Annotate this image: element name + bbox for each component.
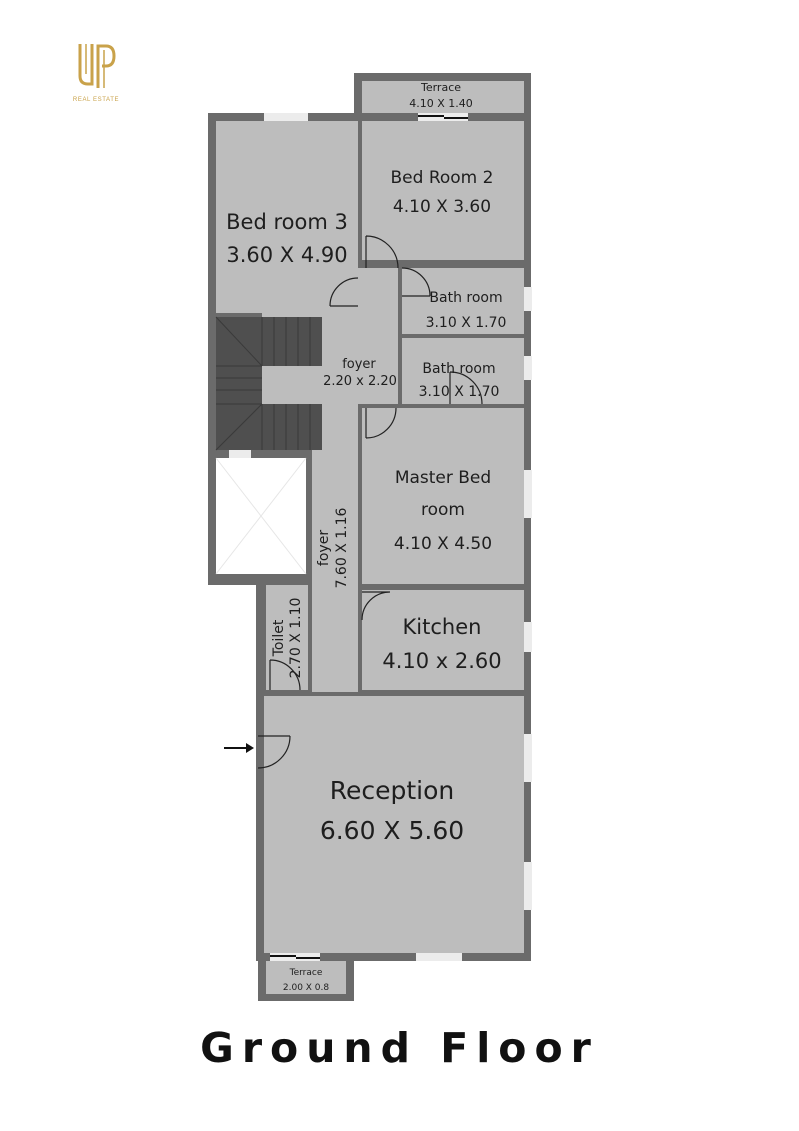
toilet-floor	[266, 585, 308, 692]
lightwell	[215, 450, 307, 575]
bath-room-1-size: 3.10 X 1.70	[426, 315, 507, 331]
foyer-long-name: foyer	[316, 530, 332, 566]
room-labels: Terrace 4.10 X 1.40 Bed Room 2 4.10 X 3.…	[226, 81, 506, 993]
staircase-icon	[215, 316, 322, 451]
kitchen-name: Kitchen	[403, 615, 482, 639]
toilet-size: 2.70 X 1.10	[288, 598, 304, 679]
up-logo-icon	[78, 44, 116, 88]
reception-name: Reception	[330, 776, 455, 805]
terrace-bottom-floor	[266, 961, 346, 994]
bath-room-2-name: Bath room	[422, 361, 495, 377]
bed-room-2-size: 4.10 X 3.60	[393, 197, 491, 217]
master-bed-floor	[362, 408, 524, 584]
master-bed-size: 4.10 X 4.50	[394, 534, 492, 554]
terrace-top-size: 4.10 X 1.40	[409, 97, 473, 110]
terrace-doors	[270, 113, 468, 961]
foyer-upper-name: foyer	[342, 357, 376, 372]
terrace-bottom-size: 2.00 X 0.8	[283, 983, 330, 993]
kitchen-size: 4.10 x 2.60	[382, 649, 501, 673]
bath-room-1-floor	[402, 268, 524, 334]
bed-room-2-floor	[362, 121, 524, 260]
bed-room-3-size: 3.60 X 4.90	[226, 243, 347, 267]
bed-room-3-name: Bed room 3	[226, 210, 348, 234]
reception-floor	[264, 696, 524, 953]
master-bed-name-line1: Master Bed	[395, 468, 491, 488]
terrace-top-floor	[362, 81, 524, 113]
foyer-long-size: 7.60 X 1.16	[334, 507, 350, 588]
door-swing-icon	[257, 235, 483, 769]
brand-logo: REAL ESTATE	[64, 40, 128, 103]
brand-tagline: REAL ESTATE	[72, 97, 120, 103]
master-bed-name-line2: room	[421, 500, 465, 520]
toilet-name: Toilet	[271, 619, 287, 657]
terrace-bottom-name: Terrace	[289, 968, 323, 978]
windows	[264, 113, 532, 961]
terrace-top-name: Terrace	[420, 81, 461, 94]
foyer-upper-size: 2.20 x 2.20	[323, 374, 397, 389]
reception-size: 6.60 X 5.60	[320, 816, 464, 845]
floor-title: Ground Floor	[200, 1024, 599, 1072]
entrance-arrow-icon	[224, 743, 254, 753]
bed-room-2-name: Bed Room 2	[391, 168, 494, 188]
bath-room-2-floor	[402, 338, 524, 404]
bath-room-1-name: Bath room	[429, 290, 502, 306]
kitchen-floor	[362, 590, 524, 690]
inner-walls	[262, 121, 524, 696]
bath-room-2-size: 3.10 X 1.70	[419, 384, 500, 400]
